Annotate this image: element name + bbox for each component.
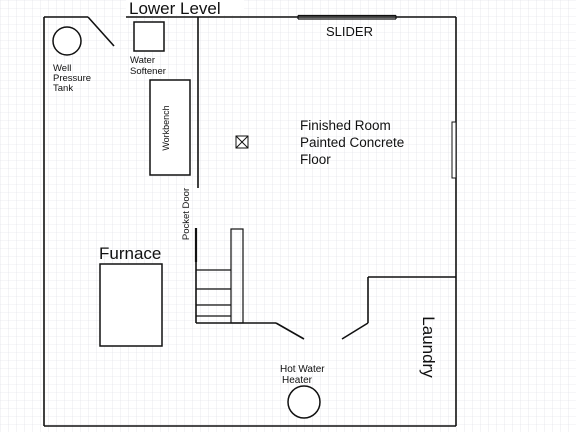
finished-room-label-line3: Floor xyxy=(300,152,331,167)
well-tank-label-line3: Tank xyxy=(53,83,73,94)
slider-door xyxy=(297,14,397,20)
workbench-icon xyxy=(149,79,191,176)
slider-label: SLIDER xyxy=(326,24,373,39)
diagram-title: Lower Level xyxy=(129,0,221,18)
water-softener-icon xyxy=(133,21,165,52)
hot-water-heater-label-line1: Hot Water xyxy=(280,364,325,375)
workbench-label: Workbench xyxy=(161,105,171,150)
hot-water-heater-label-line2: Heater xyxy=(282,375,313,386)
well-tank-label-line2: Pressure xyxy=(53,73,91,84)
furnace-label: Furnace xyxy=(99,244,161,263)
east-window xyxy=(451,121,457,179)
pocket-door-label: Pocket Door xyxy=(181,188,192,240)
laundry-label: Laundry xyxy=(419,316,438,378)
water-softener-label-line1: Water xyxy=(130,55,155,66)
water-softener-label-line2: Softener xyxy=(130,66,166,77)
finished-room-label-line1: Finished Room xyxy=(300,118,391,133)
hall-angle-left xyxy=(275,322,305,340)
furnace-icon xyxy=(99,263,163,347)
door-swing-nw xyxy=(87,16,115,47)
floor-drain-icon xyxy=(235,135,249,149)
well-tank-label-line1: Well xyxy=(53,63,71,74)
finished-room-label-line2: Painted Concrete xyxy=(300,135,404,150)
hot-water-heater-icon xyxy=(287,385,321,419)
stairs-icon xyxy=(196,228,244,324)
hall-angle-right xyxy=(341,322,369,340)
well-pressure-tank-icon xyxy=(52,26,82,56)
